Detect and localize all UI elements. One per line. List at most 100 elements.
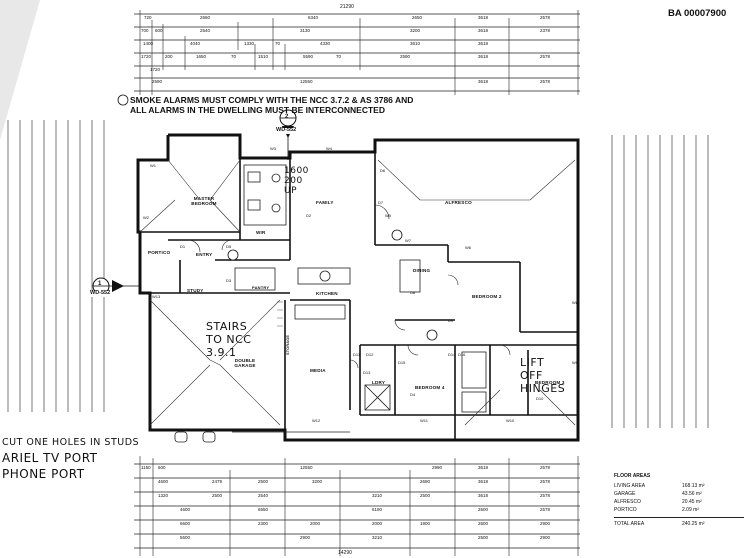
section-marker-ref: WD-552 (276, 127, 297, 134)
dim: 2660 (200, 15, 211, 20)
dim: 3610 (410, 41, 421, 46)
dim: 2540 (200, 28, 211, 33)
dim: 3210 (372, 535, 383, 540)
dim: 12550 (300, 79, 313, 84)
door-code: D16 (458, 352, 466, 357)
dim: 1650 (196, 54, 207, 59)
door-code: D10 (536, 396, 544, 401)
room-alfresco: ALFRESCO (445, 200, 472, 205)
dim: 70 (336, 54, 342, 59)
scan-shadow (0, 0, 40, 140)
floor-area-row: LIVING AREA 168.13 m² (614, 482, 744, 490)
room-bedroom-3: BEDROOM 3 (535, 380, 565, 385)
dim: 200 (165, 54, 173, 59)
external-walls (136, 133, 580, 442)
dim: 3210 (372, 493, 383, 498)
dim: 4600 (180, 507, 191, 512)
room-dining: DINING (413, 268, 431, 273)
floor-area-row: GARAGE 43.56 m² (614, 490, 744, 498)
dim: 2540 (258, 493, 269, 498)
dim: 3200 (410, 28, 421, 33)
floor-area-value: 240.25 m² (682, 521, 705, 527)
dim: 6190 (372, 507, 383, 512)
door-code: D12 (366, 352, 374, 357)
dim: 700 (141, 28, 149, 33)
dim: 2500 (420, 493, 431, 498)
dim: 4040 (190, 41, 201, 46)
room-double-garage: DOUBLE GARAGE (234, 358, 256, 368)
room-study: STUDY (187, 288, 204, 293)
dim: 3618 (478, 479, 489, 484)
floor-area-value: 20.45 m² (682, 499, 702, 505)
dim: 2900 (300, 535, 311, 540)
top-dimension-ticks (139, 10, 579, 95)
dim: 2578 (540, 479, 551, 484)
dim: 3200 (312, 479, 323, 484)
bottom-dimension-ticks (139, 456, 579, 556)
room-storage: STORAGE (286, 334, 290, 355)
handwritten-cutouts-note: CUT ONE HOLES IN STUDS (2, 437, 140, 448)
dim: 2578 (540, 493, 551, 498)
window-code: W8 (572, 300, 578, 305)
dim: 1320 (158, 493, 169, 498)
dim: 2378 (540, 28, 551, 33)
smoke-alarm-symbols (117, 94, 438, 341)
floor-area-label: ALFRESCO (614, 499, 641, 505)
floor-area-value: 2.09 m² (682, 507, 699, 513)
dim: 2578 (540, 79, 551, 84)
garage-pads (174, 431, 350, 443)
dim: 6550 (258, 507, 269, 512)
window-code: W11 (420, 418, 428, 423)
dim: 3618 (478, 28, 489, 33)
floor-area-label: LIVING AREA (614, 483, 646, 489)
floor-area-label: TOTAL AREA (614, 521, 645, 527)
dim: 6340 (308, 15, 319, 20)
floor-area-value: 168.13 m² (682, 483, 705, 489)
right-dimension-lines (611, 135, 709, 428)
window-code: W3 (270, 146, 276, 151)
window-code: W2 (143, 215, 149, 220)
dim: 3130 (300, 28, 311, 33)
door-code: D1 (180, 244, 186, 249)
handwritten-dimensions: 1600 200 UP (284, 166, 309, 196)
floor-area-row: PORTICO 2.09 m² (614, 506, 744, 514)
dim: 3618 (478, 79, 489, 84)
door-code: D5 (226, 244, 232, 249)
dim: 720 (144, 15, 152, 20)
top-dimension-lines (134, 13, 580, 92)
window-code: W5 (385, 213, 391, 218)
dim: 600 (155, 28, 163, 33)
dim: 2578 (540, 507, 551, 512)
dim: 6600 (180, 521, 191, 526)
window-code: W4 (326, 146, 332, 151)
dim: 1330 (244, 41, 255, 46)
door-code: D6 (380, 168, 386, 173)
stair-hatch (277, 301, 283, 327)
dim: 2000 (310, 521, 321, 526)
dim: 3618 (478, 54, 489, 59)
smoke-alarm-note: SMOKE ALARMS MUST COMPLY WITH THE NCC 3.… (130, 95, 414, 115)
dim: 4330 (320, 41, 331, 46)
room-entry: ENTRY (196, 252, 213, 257)
window-code: W6 (465, 245, 471, 250)
dim: 3618 (478, 41, 489, 46)
dim: 2690 (420, 479, 431, 484)
dim: 2500 (212, 493, 223, 498)
handwritten-stairs-note: STAIRS TO NCC 3.9.1 (206, 320, 252, 359)
dim: 5590 (303, 54, 314, 59)
dim: 2578 (540, 54, 551, 59)
dim: 3618 (478, 465, 489, 470)
window-code: W7 (405, 238, 411, 243)
dim: 2500 (478, 535, 489, 540)
window-code: W12 (312, 418, 321, 423)
floor-areas-table: FLOOR AREAS LIVING AREA 168.13 m² GARAGE… (614, 472, 744, 528)
dim: 3618 (478, 493, 489, 498)
door-code: D3 (226, 278, 232, 283)
dim: 1720 (141, 54, 152, 59)
door-code: D8 (410, 290, 416, 295)
overall-depth: 14290 (338, 550, 352, 556)
floor-areas-heading: FLOOR AREAS (614, 473, 651, 479)
handwritten-lift-off-note: LIFT OFF HINGES (520, 356, 566, 395)
